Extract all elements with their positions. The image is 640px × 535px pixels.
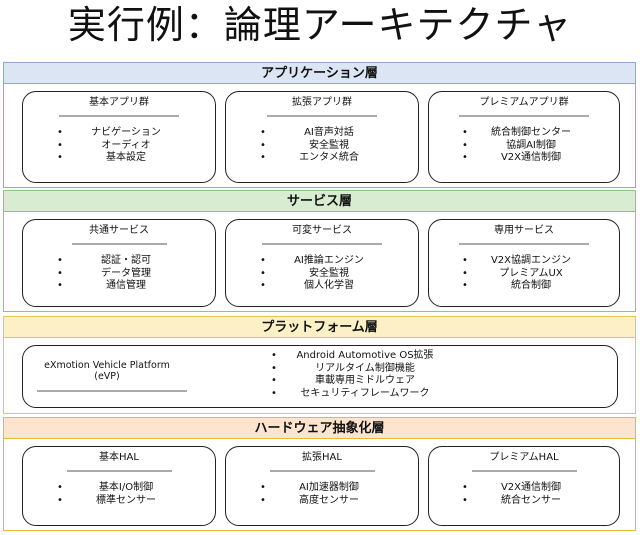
divider bbox=[59, 115, 179, 117]
list-item: •高度センサー bbox=[260, 494, 359, 506]
divider bbox=[459, 115, 589, 117]
list-item: •基本I/O制御 bbox=[57, 482, 154, 493]
item-list: •AI加速器制御 •高度センサー bbox=[226, 482, 418, 507]
list-item: •認証・認可 bbox=[57, 255, 151, 266]
card-basic-hal: 基本HAL •基本I/O制御 •標準センサー bbox=[22, 446, 216, 526]
layer-header: プラットフォーム層 bbox=[4, 317, 635, 338]
divider bbox=[471, 470, 577, 472]
divider bbox=[269, 470, 375, 472]
platform-layer: プラットフォーム層 eXmotion Vehicle Platform (eVP… bbox=[3, 316, 636, 414]
list-item: •エンタメ統合 bbox=[260, 152, 359, 163]
list-item: •協調AI制御 bbox=[462, 139, 556, 151]
list-item: •基本設定 bbox=[57, 152, 146, 163]
card-title: 共通サービス bbox=[89, 225, 149, 236]
card-title: 基本アプリ群 bbox=[89, 97, 149, 108]
list-item: •安全監視 bbox=[260, 139, 349, 151]
divider bbox=[71, 243, 167, 245]
list-item: •統合センサー bbox=[462, 494, 561, 506]
divider bbox=[459, 243, 589, 245]
platform-name: eXmotion Vehicle Platform (eVP) bbox=[44, 360, 170, 382]
list-item: •AI音声対話 bbox=[260, 127, 354, 138]
list-item: •通信管理 bbox=[57, 280, 146, 291]
card-title: 専用サービス bbox=[494, 225, 554, 236]
layer-header: サービス層 bbox=[4, 191, 635, 212]
divider bbox=[66, 470, 172, 472]
card-title: プレミアムアプリ群 bbox=[479, 97, 569, 108]
hardware-abstraction-layer: ハードウェア抽象化層 基本HAL •基本I/O制御 •標準センサー 拡張HAL … bbox=[3, 417, 636, 531]
list-item: •セキュリティフレームワーク bbox=[271, 387, 430, 399]
card-extended-hal: 拡張HAL •AI加速器制御 •高度センサー bbox=[225, 446, 419, 526]
card-title: 拡張HAL bbox=[302, 452, 342, 463]
item-list: •ナビゲーション •オーディオ •基本設定 bbox=[23, 127, 215, 165]
platform-name-block: eXmotion Vehicle Platform (eVP) bbox=[37, 360, 187, 392]
list-item: •リアルタイム制御機能 bbox=[271, 362, 415, 374]
list-item: •標準センサー bbox=[57, 494, 156, 506]
list-item: •安全監視 bbox=[260, 267, 349, 279]
list-item: •ナビゲーション bbox=[57, 127, 161, 138]
divider bbox=[37, 390, 187, 392]
list-item: •V2X協調エンジン bbox=[462, 255, 572, 266]
item-list: •AI推論エンジン •安全監視 •個人化学習 bbox=[226, 255, 418, 293]
list-item: •データ管理 bbox=[57, 267, 151, 279]
card-variable-services: 可変サービス •AI推論エンジン •安全監視 •個人化学習 bbox=[225, 219, 419, 307]
list-item: •統合制御センター bbox=[462, 127, 571, 138]
list-item: •Android Automotive OS拡張 bbox=[271, 350, 434, 361]
card-common-services: 共通サービス •認証・認可 •データ管理 •通信管理 bbox=[22, 219, 216, 307]
card-dedicated-services: 専用サービス •V2X協調エンジン •プレミアムUX •統合制御 bbox=[428, 219, 620, 307]
card-platform: eXmotion Vehicle Platform (eVP) •Android… bbox=[22, 345, 618, 408]
card-title: 可変サービス bbox=[292, 225, 352, 236]
card-title: 基本HAL bbox=[99, 452, 139, 463]
item-list: •統合制御センター •協調AI制御 •V2X通信制御 bbox=[429, 127, 619, 165]
card-extended-apps: 拡張アプリ群 •AI音声対話 •安全監視 •エンタメ統合 bbox=[225, 91, 419, 183]
divider bbox=[267, 115, 377, 117]
card-title: プレミアムHAL bbox=[489, 452, 559, 463]
service-layer: サービス層 共通サービス •認証・認可 •データ管理 •通信管理 可変サービス … bbox=[3, 190, 636, 312]
item-list: •V2X通信制御 •統合センサー bbox=[429, 482, 619, 507]
item-list: •認証・認可 •データ管理 •通信管理 bbox=[23, 255, 215, 293]
card-basic-apps: 基本アプリ群 •ナビゲーション •オーディオ •基本設定 bbox=[22, 91, 216, 183]
list-item: •V2X通信制御 bbox=[462, 482, 562, 493]
list-item: •AI推論エンジン bbox=[260, 255, 364, 266]
list-item: •オーディオ bbox=[57, 139, 151, 151]
list-item: •V2X通信制御 bbox=[462, 152, 562, 163]
divider bbox=[262, 243, 382, 245]
list-item: •プレミアムUX bbox=[462, 267, 563, 279]
card-premium-hal: プレミアムHAL •V2X通信制御 •統合センサー bbox=[428, 446, 620, 526]
list-item: •統合制御 bbox=[462, 280, 551, 291]
card-premium-apps: プレミアムアプリ群 •統合制御センター •協調AI制御 •V2X通信制御 bbox=[428, 91, 620, 183]
list-item: •車載専用ミドルウェア bbox=[271, 375, 415, 386]
list-item: •AI加速器制御 bbox=[260, 482, 359, 493]
item-list: •AI音声対話 •安全監視 •エンタメ統合 bbox=[226, 127, 418, 165]
card-title: 拡張アプリ群 bbox=[292, 97, 352, 108]
layer-header: ハードウェア抽象化層 bbox=[4, 418, 635, 439]
item-list: •V2X協調エンジン •プレミアムUX •統合制御 bbox=[429, 255, 619, 293]
page-title: 実行例：論理アーキテクチャ bbox=[67, 3, 573, 47]
platform-item-list: •Android Automotive OS拡張 •リアルタイム制御機能 •車載… bbox=[271, 350, 445, 400]
application-layer: アプリケーション層 基本アプリ群 •ナビゲーション •オーディオ •基本設定 拡… bbox=[3, 62, 636, 188]
list-item: •個人化学習 bbox=[260, 280, 354, 291]
item-list: •基本I/O制御 •標準センサー bbox=[23, 482, 215, 507]
layer-header: アプリケーション層 bbox=[4, 63, 635, 84]
